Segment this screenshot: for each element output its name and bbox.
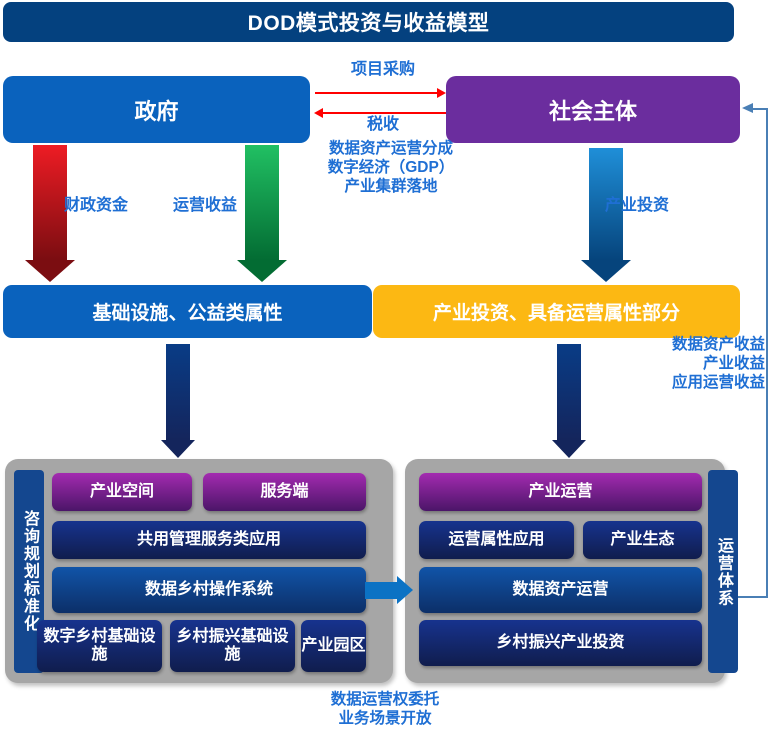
panel-link-arrow-icon xyxy=(365,576,413,604)
label-tax: 税收 xyxy=(366,116,399,133)
arrow-head xyxy=(581,260,631,282)
label-returns: 数据资产运营分成 数字经济（GDP） 产业集群落地 xyxy=(327,140,455,195)
arrow-shaft xyxy=(365,581,398,599)
label-right-revenue: 数据资产收益 产业收益 应用运营收益 xyxy=(671,336,765,391)
industry-down-arrow-icon xyxy=(552,344,586,458)
card-common-management-apps[interactable]: 共用管理服务类应用 xyxy=(52,521,366,559)
society-node[interactable]: 社会主体 xyxy=(446,76,740,143)
infrastructure-node[interactable]: 基础设施、公益类属性 xyxy=(3,285,372,338)
right-panel-side-tab: 运营体系 xyxy=(708,470,738,673)
page-title: DOD模式投资与收益模型 xyxy=(3,2,734,42)
label-procurement: 项目采购 xyxy=(350,61,415,78)
label-bottom-note: 数据运营权委托 业务场景开放 xyxy=(330,691,440,727)
feedback-connector-top xyxy=(752,108,768,110)
card-industry-ecosystem[interactable]: 产业生态 xyxy=(583,521,702,559)
card-operational-attribute-apps[interactable]: 运营属性应用 xyxy=(419,521,574,559)
industry-investment-arrow-icon xyxy=(581,148,631,282)
card-industry-operations[interactable]: 产业运营 xyxy=(419,473,702,511)
procurement-arrowhead-icon xyxy=(437,88,446,98)
card-digital-village-infrastructure[interactable]: 数字乡村基础设施 xyxy=(37,620,162,672)
feedback-connector-vertical xyxy=(766,110,768,597)
card-rural-revitalization-industry-investment[interactable]: 乡村振兴产业投资 xyxy=(419,620,702,666)
arrow-shaft xyxy=(245,145,279,260)
industry-investment-node[interactable]: 产业投资、具备运营属性部分 xyxy=(373,285,740,338)
card-data-asset-operations[interactable]: 数据资产运营 xyxy=(419,567,702,613)
arrow-shaft xyxy=(589,148,623,260)
arrow-shaft xyxy=(166,344,190,440)
fiscal-funds-arrow-icon xyxy=(25,145,75,282)
card-service-end[interactable]: 服务端 xyxy=(203,473,366,511)
government-node[interactable]: 政府 xyxy=(3,76,310,143)
arrow-shaft xyxy=(33,145,67,260)
arrow-head xyxy=(25,260,75,282)
card-rural-revitalization-infrastructure[interactable]: 乡村振兴基础设施 xyxy=(170,620,295,672)
arrow-head xyxy=(552,440,586,458)
label-operating-income: 运营收益 xyxy=(172,197,237,214)
arrow-head xyxy=(161,440,195,458)
feedback-arrowhead-icon xyxy=(742,103,753,113)
arrow-head xyxy=(397,576,413,604)
operating-income-arrow-icon xyxy=(237,145,287,282)
tax-arrow-line xyxy=(320,112,446,114)
card-data-village-os[interactable]: 数据乡村操作系统 xyxy=(52,567,366,613)
label-fiscal-funds: 财政资金 xyxy=(63,197,128,214)
tax-arrowhead-icon xyxy=(314,108,323,118)
label-industry-investment: 产业投资 xyxy=(605,197,670,214)
feedback-connector-horizontal xyxy=(718,596,768,598)
procurement-arrow-line xyxy=(315,92,441,94)
arrow-shaft xyxy=(557,344,581,440)
arrow-head xyxy=(237,260,287,282)
card-industrial-park[interactable]: 产业园区 xyxy=(301,620,366,672)
card-industry-space[interactable]: 产业空间 xyxy=(52,473,192,511)
infrastructure-down-arrow-icon xyxy=(161,344,195,458)
